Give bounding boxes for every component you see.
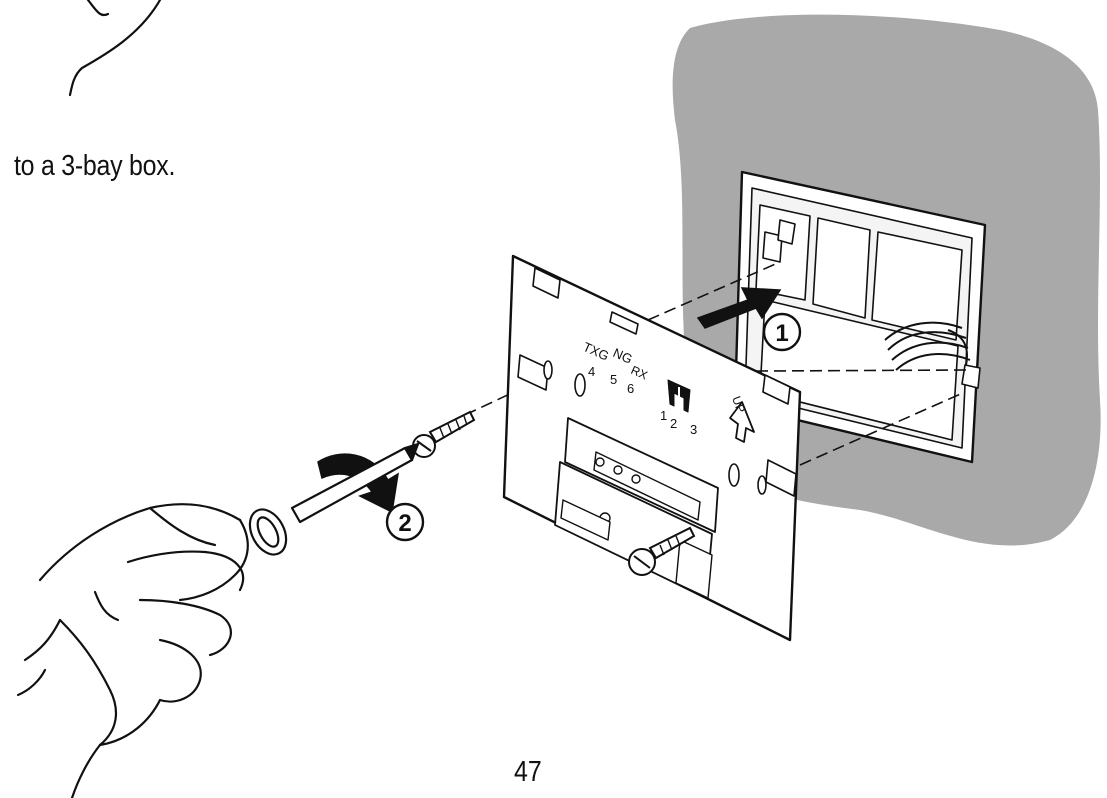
label-6: 6 — [627, 381, 634, 396]
screwdriver — [248, 442, 420, 556]
mounting-plate — [502, 254, 802, 642]
screws — [412, 410, 696, 576]
hand-with-screwdriver — [16, 503, 249, 798]
label-2: 2 — [670, 416, 677, 431]
step-2-number: 2 — [398, 510, 411, 537]
label-ng: NG — [611, 345, 635, 367]
label-5: 5 — [610, 372, 617, 387]
label-1: 1 — [660, 408, 667, 423]
label-rx: RX — [629, 363, 650, 383]
instruction-caption: to a 3-bay box. — [14, 150, 176, 182]
label-up: UP — [729, 394, 748, 414]
push-arrow — [696, 287, 782, 329]
top-hand-fragment — [68, 0, 162, 97]
page-number: 47 — [514, 756, 542, 788]
plate-labels: TXG NG RX 4 5 6 1 2 3 UP — [581, 339, 748, 437]
label-4: 4 — [588, 364, 595, 379]
label-3: 3 — [690, 422, 697, 437]
step-1-badge: 1 — [762, 312, 802, 352]
step-2-badge: 2 — [385, 502, 425, 542]
step-1-number: 1 — [775, 320, 788, 347]
